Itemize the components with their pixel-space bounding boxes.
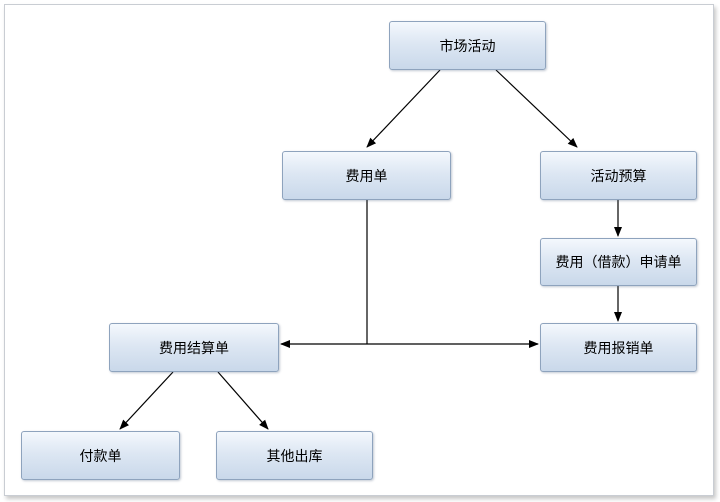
node-marketing-activity[interactable]: 市场活动 — [389, 21, 546, 70]
node-payment-form[interactable]: 付款单 — [21, 431, 180, 480]
edge-settlement-to-outbound — [217, 371, 269, 430]
node-label: 付款单 — [79, 448, 122, 465]
node-label: 费用报销单 — [583, 340, 654, 357]
node-expense-settlement[interactable]: 费用结算单 — [109, 323, 279, 372]
node-label: 费用单 — [345, 168, 388, 185]
node-expense-reimbursement[interactable]: 费用报销单 — [540, 323, 697, 372]
node-other-outbound[interactable]: 其他出库 — [216, 431, 373, 480]
node-label: 费用（借款）申请单 — [555, 255, 682, 271]
edge-settlement-to-payment — [119, 371, 174, 430]
node-label: 其他出库 — [266, 448, 323, 465]
node-activity-budget[interactable]: 活动预算 — [540, 151, 697, 200]
edge-activity-to-expense-form — [366, 69, 441, 148]
edge-activity-to-budget — [495, 69, 578, 148]
node-label: 市场活动 — [439, 38, 496, 55]
node-label: 费用结算单 — [159, 340, 229, 357]
node-label: 活动预算 — [590, 168, 647, 185]
node-expense-loan-request[interactable]: 费用（借款）申请单 — [540, 238, 697, 286]
node-expense-form[interactable]: 费用单 — [282, 151, 451, 200]
